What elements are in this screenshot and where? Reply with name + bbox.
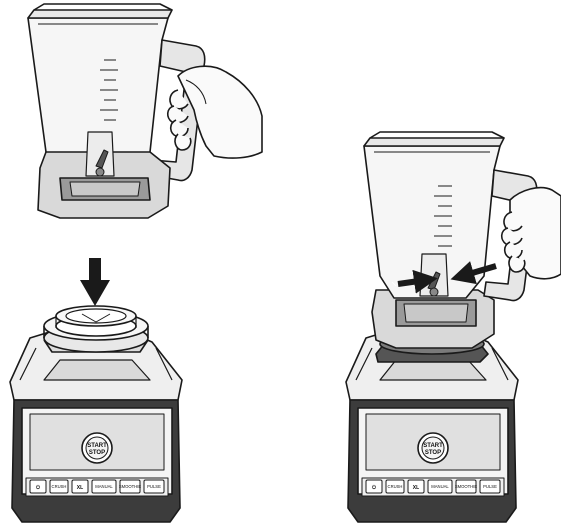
left-xl-label: XL bbox=[77, 485, 83, 491]
right-start-label: START bbox=[423, 443, 443, 449]
left-power-icon: ⏻ bbox=[36, 485, 40, 491]
right-crush-label: CRUSH bbox=[388, 484, 403, 489]
left-pulse-label: PULSE bbox=[147, 484, 161, 489]
right-power-icon: ⏻ bbox=[372, 485, 376, 491]
right-pulse-label: PULSE bbox=[483, 484, 497, 489]
left-hand bbox=[168, 66, 262, 158]
right-xl-label: XL bbox=[413, 485, 419, 491]
right-stop-label: STOP bbox=[425, 450, 441, 456]
right-hand bbox=[502, 188, 561, 279]
left-smoothie-label: SMOOTHIE bbox=[119, 484, 142, 489]
right-start-stop-button[interactable]: START STOP bbox=[418, 433, 448, 463]
left-crush-label: CRUSH bbox=[52, 484, 67, 489]
left-start-label: START bbox=[87, 443, 107, 449]
down-arrow-icon bbox=[80, 258, 110, 306]
left-manual-label: MANUAL bbox=[95, 484, 113, 489]
right-manual-label: MANUAL bbox=[431, 484, 449, 489]
left-start-stop-button[interactable]: START STOP bbox=[82, 433, 112, 463]
right-smoothie-label: SMOOTHIE bbox=[455, 484, 478, 489]
left-stop-label: STOP bbox=[89, 450, 105, 456]
